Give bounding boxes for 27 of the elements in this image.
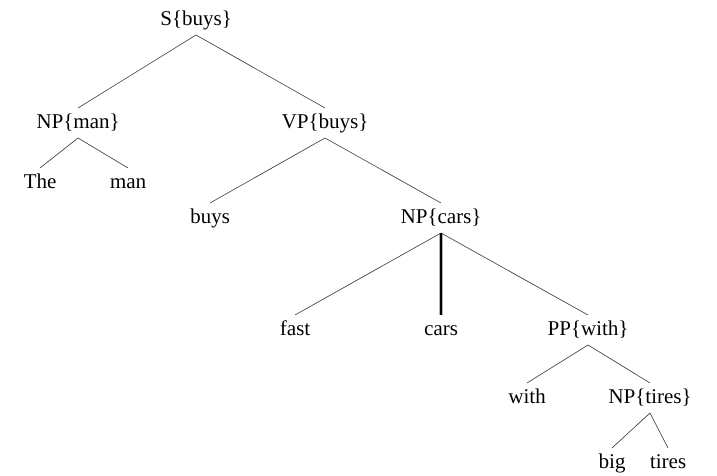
tree-branch bbox=[650, 412, 668, 448]
tree-branch bbox=[196, 34, 326, 108]
tree-branch bbox=[294, 232, 442, 316]
tree-node-label: big bbox=[598, 453, 626, 473]
tree-branch bbox=[210, 138, 326, 204]
tree-node-label: NP{tires} bbox=[609, 388, 690, 406]
tree-node-label: cars bbox=[424, 325, 458, 336]
tree-node-label: NP{cars} bbox=[401, 208, 480, 226]
tree-branch bbox=[440, 232, 588, 316]
tree-branch bbox=[78, 34, 196, 108]
tree-node-label: with bbox=[508, 388, 546, 404]
tree-branch bbox=[588, 344, 650, 384]
tree-branch bbox=[324, 138, 442, 204]
tree-node-label: VP{buys} bbox=[282, 113, 366, 133]
tree-branch bbox=[440, 233, 442, 315]
tree-node-label: S{buys} bbox=[162, 10, 230, 30]
tree-node-label: fast bbox=[280, 320, 310, 336]
tree-branch bbox=[526, 344, 588, 384]
tree-node-label: The bbox=[24, 173, 56, 188]
tree-branch bbox=[612, 412, 650, 448]
tree-node-label: tires bbox=[650, 454, 686, 468]
tree-node-label: PP{with} bbox=[548, 320, 627, 338]
tree-node-label: NP{man} bbox=[37, 113, 118, 131]
tree-branch bbox=[40, 138, 78, 168]
tree-branch bbox=[78, 138, 128, 168]
tree-node-label: buys bbox=[190, 208, 230, 228]
tree-node-label: man bbox=[110, 178, 146, 188]
